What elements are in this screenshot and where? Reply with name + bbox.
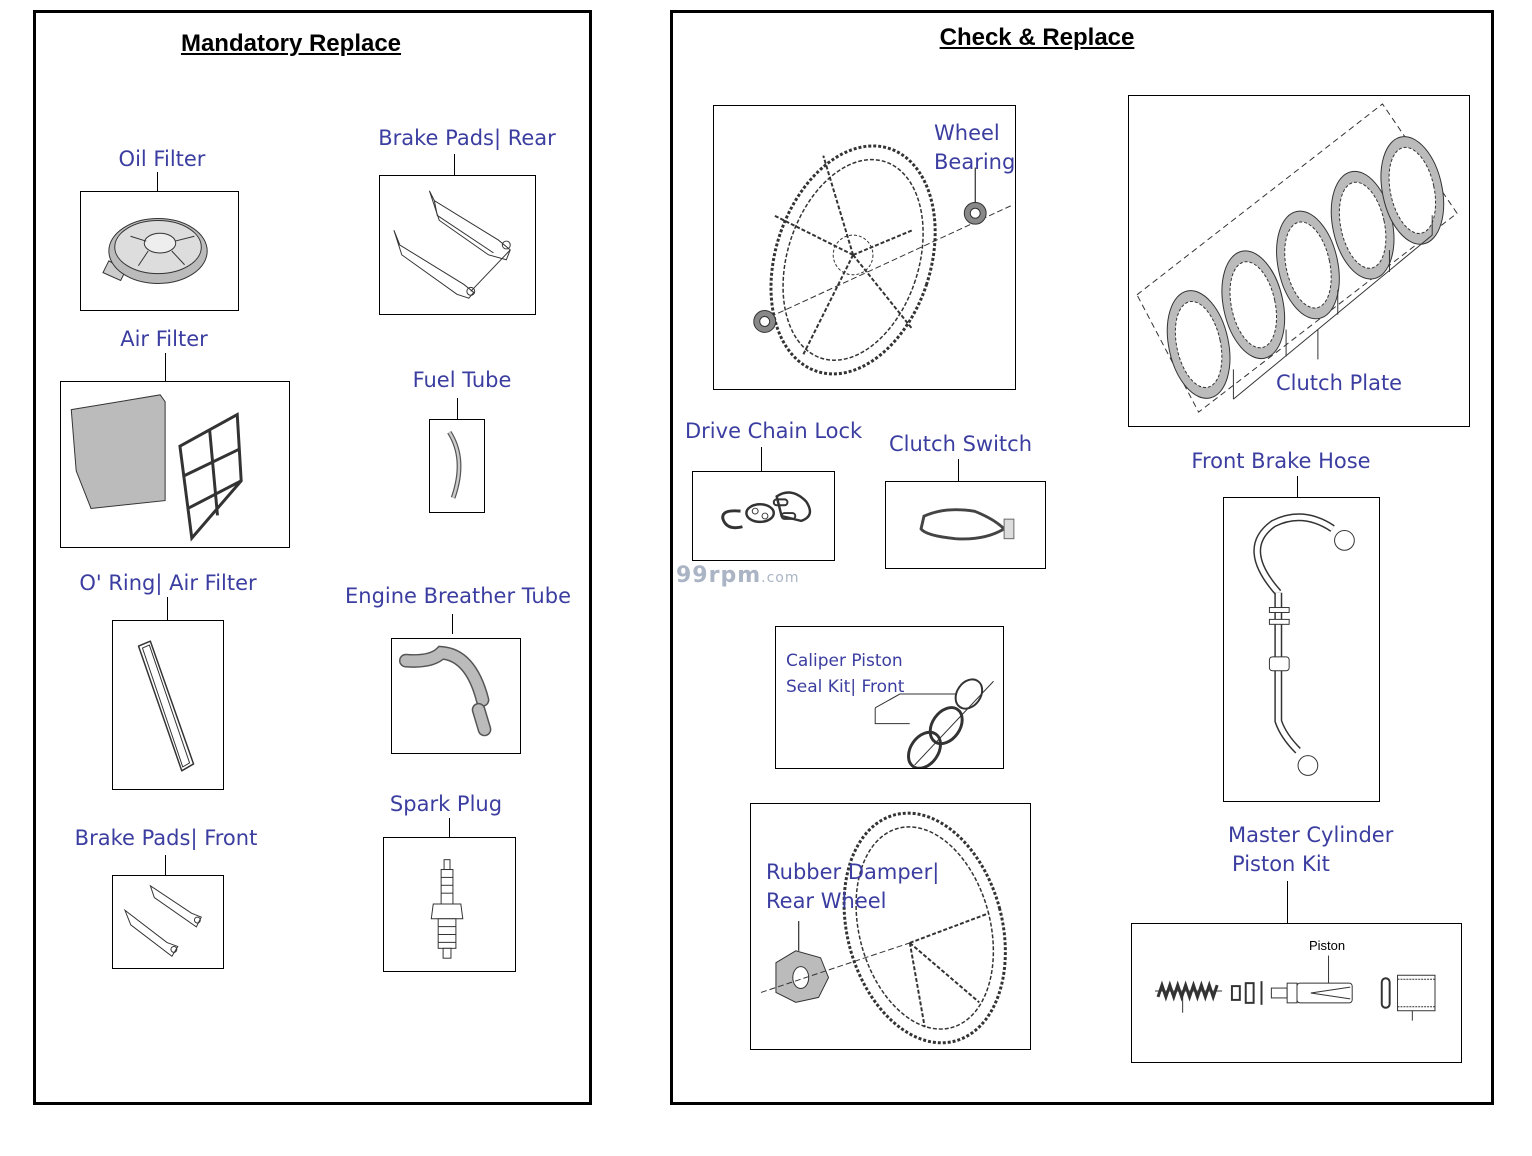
o-ring-air-filter-image [112, 620, 224, 790]
brake-pads-rear-image [379, 175, 536, 315]
engine-breather-tube-leader [452, 614, 453, 634]
master-cylinder-icon [1155, 955, 1436, 1021]
front-brake-hose-leader [1297, 476, 1298, 498]
caliper-piston-seal-kit-image [775, 626, 1004, 769]
piston-sub-label: Piston [1309, 938, 1346, 953]
air-filter-icon [70, 394, 243, 542]
brake-pads-front-leader [165, 855, 166, 876]
front-brake-hose-label: Front Brake Hose [1191, 449, 1371, 473]
fuel-tube-label: Fuel Tube [412, 368, 512, 392]
watermark: 99rpm.com [676, 563, 800, 588]
clutch-plate-icon [1136, 103, 1458, 413]
oil-filter-leader [157, 172, 158, 192]
clutch-switch-icon [919, 508, 1015, 541]
rubber-damper-label-line2: Rear Wheel [766, 889, 887, 913]
wheel-icon [753, 144, 1013, 376]
drive-chain-lock-leader [761, 447, 762, 472]
fuel-tube-leader [457, 398, 458, 419]
check-replace-title: Check & Replace [939, 24, 1135, 51]
air-filter-image [60, 381, 290, 548]
caliper-piston-label-line2: Seal Kit| Front [786, 677, 905, 697]
spark-plug-icon [430, 859, 464, 959]
clutch-plate-label: Clutch Plate [1276, 371, 1403, 395]
clutch-plate-image [1128, 95, 1470, 427]
rubber-damper-image [750, 803, 1031, 1050]
drive-chain-lock-label: Drive Chain Lock [685, 419, 863, 443]
brake-pads-front-icon [123, 884, 202, 957]
air-filter-label: Air Filter [120, 327, 208, 351]
fuel-tube-image [429, 419, 485, 513]
air-filter-leader [165, 353, 166, 382]
spark-plug-label: Spark Plug [389, 792, 503, 816]
rubber-damper-label-line1: Rubber Damper| [766, 860, 940, 884]
caliper-piston-label-line1: Caliper Piston [786, 651, 903, 671]
brake-hose-icon [1253, 513, 1355, 776]
mandatory-replace-title: Mandatory Replace [180, 30, 402, 57]
master-cylinder-label-line1: Master Cylinder [1228, 823, 1394, 847]
brake-pads-rear-leader [454, 154, 455, 176]
o-ring-icon [137, 640, 195, 772]
clutch-switch-image [885, 481, 1046, 569]
spark-plug-image [383, 837, 516, 972]
oil-filter-icon [102, 218, 208, 284]
spark-plug-leader [449, 818, 450, 837]
engine-breather-tube-image [391, 638, 521, 754]
watermark-text: 99rpm [676, 563, 762, 588]
front-brake-hose-image [1223, 497, 1380, 802]
watermark-suffix: .com [761, 570, 800, 586]
engine-breather-tube-label: Engine Breather Tube [345, 584, 571, 608]
caliper-seal-icon [874, 678, 994, 768]
clutch-switch-leader [958, 459, 959, 482]
wheel-bearing-label-line1: Wheel [934, 121, 1000, 145]
o-ring-air-filter-label: O' Ring| Air Filter [79, 571, 257, 595]
wheel-bearing-label-line2: Bearing [934, 150, 1016, 174]
fuel-tube-icon [447, 430, 462, 499]
brake-pads-rear-icon [393, 190, 511, 299]
drive-chain-lock-image [692, 471, 835, 561]
brake-pads-front-image [112, 875, 224, 969]
wheel-bearing-image [713, 105, 1016, 390]
master-cylinder-image [1131, 923, 1462, 1063]
brake-pads-front-label: Brake Pads| Front [74, 826, 258, 850]
master-cylinder-label-line2: Piston Kit [1232, 852, 1330, 876]
clutch-switch-label: Clutch Switch [889, 432, 1033, 456]
master-cylinder-leader [1287, 881, 1288, 924]
rear-wheel-damper-icon [760, 811, 1007, 1045]
oil-filter-label: Oil Filter [118, 147, 206, 171]
brake-pads-rear-label: Brake Pads| Rear [378, 126, 556, 150]
chain-lock-icon [721, 491, 812, 530]
o-ring-air-filter-leader [167, 597, 168, 621]
breather-tube-icon [399, 645, 492, 737]
oil-filter-image [80, 191, 239, 311]
